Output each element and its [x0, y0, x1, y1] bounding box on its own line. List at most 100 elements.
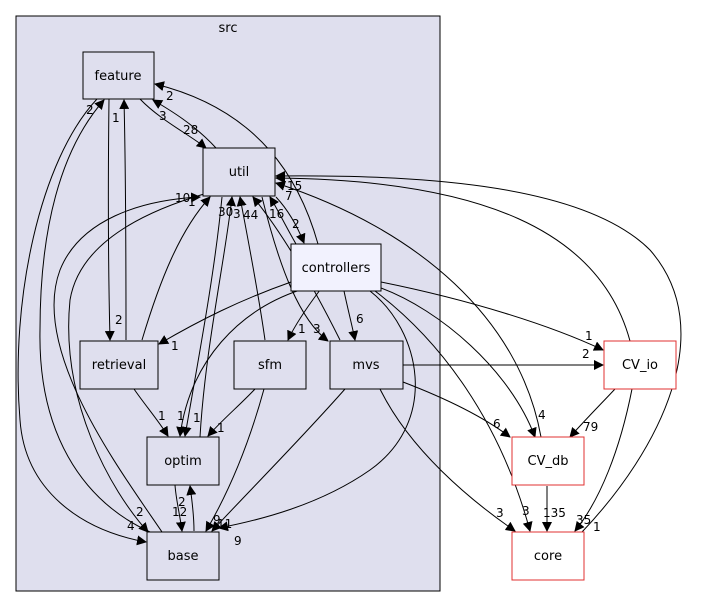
edge-util-controllers	[275, 196, 306, 244]
edge-base-optim	[186, 485, 197, 532]
edge-cv-io-cv-db	[569, 388, 616, 438]
edge-controllers-cv-io	[380, 281, 604, 351]
edge-base-feature	[39, 99, 151, 533]
edge-base-util	[53, 192, 201, 533]
node-cv-io-label: CV_io	[622, 358, 658, 373]
label-mvs-cv-db: 6	[493, 417, 501, 431]
label-mvs-cv-io: 2	[582, 347, 590, 361]
edge-optim-base	[174, 484, 186, 532]
edge-controllers-retrieval	[158, 281, 292, 345]
label-util-optim: 1	[177, 409, 185, 423]
label-controllers-feature: 2	[166, 89, 174, 103]
label-mvs-base: 11	[217, 517, 232, 531]
edge-retrieval-feature	[119, 99, 130, 341]
label-controllers-cv-db: 4	[538, 408, 546, 422]
src-cluster-label: src	[219, 21, 238, 36]
label-retrieval-util: 1	[188, 195, 196, 209]
edge-cv-io-util	[275, 173, 631, 342]
label-controllers-retrieval: 1	[171, 339, 179, 353]
edge-sfm-optim	[207, 388, 256, 437]
label-retrieval-optim: 1	[158, 409, 166, 423]
label-base-optim: 2	[178, 495, 186, 509]
edge-cv-db-util	[275, 181, 542, 438]
label-cv-io-core: 35	[576, 513, 591, 527]
src-cluster[interactable]: src	[15, 15, 441, 592]
edge-retrieval-optim	[133, 388, 169, 437]
label-retrieval-feature: 1	[112, 111, 120, 125]
label-cv-db-util: 7	[285, 189, 293, 203]
edge-mvs-cv-db	[402, 381, 511, 438]
edge-feature-base	[17, 98, 147, 546]
label-controllers-mvs: 3	[313, 322, 321, 336]
edge-sfm-base	[205, 388, 265, 532]
node-controllers[interactable]: controllers	[290, 243, 382, 292]
node-feature-label: feature	[95, 69, 142, 84]
label-controllers-optim: 1	[193, 411, 201, 425]
label-util-controllers: 2	[292, 217, 300, 231]
label-controllers-cv-io: 1	[585, 329, 593, 343]
label-util-base: 2	[136, 505, 144, 519]
edge-controllers-mvs	[343, 290, 359, 341]
label-sfm-base: 9	[213, 513, 221, 527]
edge-core-util	[275, 170, 682, 533]
label-cv-db-core: 135	[543, 506, 566, 520]
node-cv-db-label: CV_db	[528, 454, 569, 469]
node-retrieval-label: retrieval	[92, 358, 146, 373]
edge-util-optim	[181, 196, 223, 437]
node-core-label: core	[534, 549, 562, 564]
node-feature[interactable]: feature	[82, 51, 155, 100]
label-controllers-base: 9	[234, 534, 242, 548]
edge-controllers-cv-db	[380, 287, 537, 438]
label-cv-io-cv-db: 79	[583, 420, 598, 434]
label-controllers-mvs-b: 6	[356, 312, 364, 326]
node-cv-io[interactable]: CV_io	[603, 340, 677, 390]
label-controllers-util: 16	[269, 207, 284, 221]
edge-sfm-util	[236, 196, 266, 341]
node-util[interactable]: util	[202, 147, 276, 197]
node-core[interactable]: core	[511, 531, 585, 581]
node-retrieval[interactable]: retrieval	[79, 340, 159, 390]
edge-mvs-core	[379, 388, 516, 532]
edge-retrieval-util	[141, 196, 211, 341]
edge-controllers-base	[218, 290, 416, 532]
label-controllers-core: 3	[522, 504, 530, 518]
edge-util-base	[68, 193, 205, 533]
label-core-util: 1	[593, 520, 601, 534]
edge-labels: 28 3 2 2 1 2 10 1 30 3 44 16 2 7 15 1 1 …	[86, 89, 601, 548]
label-mvs-util: 44	[243, 208, 258, 222]
edge-util-feature	[152, 99, 217, 149]
label-cv-io-util: 15	[287, 179, 302, 193]
label-base-feature: 4	[127, 519, 135, 533]
label-feature-retrieval: 2	[115, 313, 123, 327]
label-feature-base: 2	[86, 103, 94, 117]
node-base-label: base	[168, 549, 199, 564]
edges	[17, 81, 682, 546]
node-mvs[interactable]: mvs	[329, 340, 404, 390]
node-util-label: util	[229, 165, 250, 180]
label-base-util: 10	[175, 191, 190, 205]
label-sfm-util: 3	[233, 207, 241, 221]
node-optim[interactable]: optim	[146, 436, 220, 486]
edge-cv-io-core	[574, 388, 633, 532]
label-feature-util: 28	[183, 123, 198, 137]
edge-controllers-sfm	[287, 289, 321, 341]
edge-optim-util	[199, 196, 236, 438]
edge-feature-retrieval	[104, 98, 115, 341]
node-cv-db[interactable]: CV_db	[511, 436, 585, 486]
node-sfm[interactable]: sfm	[233, 340, 307, 390]
label-optim-base: 12	[172, 505, 187, 519]
edge-controllers-util	[269, 196, 297, 245]
node-base[interactable]: base	[146, 531, 220, 581]
edge-mvs-base	[211, 388, 346, 532]
label-optim-util: 30	[218, 205, 233, 219]
label-controllers-sfm: 1	[298, 322, 306, 336]
label-util-feature: 3	[159, 109, 167, 123]
label-mvs-core: 3	[496, 506, 504, 520]
edge-controllers-optim	[176, 289, 301, 437]
node-controllers-label: controllers	[302, 261, 371, 276]
node-sfm-label: sfm	[258, 358, 282, 373]
edge-controllers-core	[374, 290, 533, 532]
node-optim-label: optim	[164, 454, 202, 469]
node-mvs-label: mvs	[352, 358, 379, 373]
